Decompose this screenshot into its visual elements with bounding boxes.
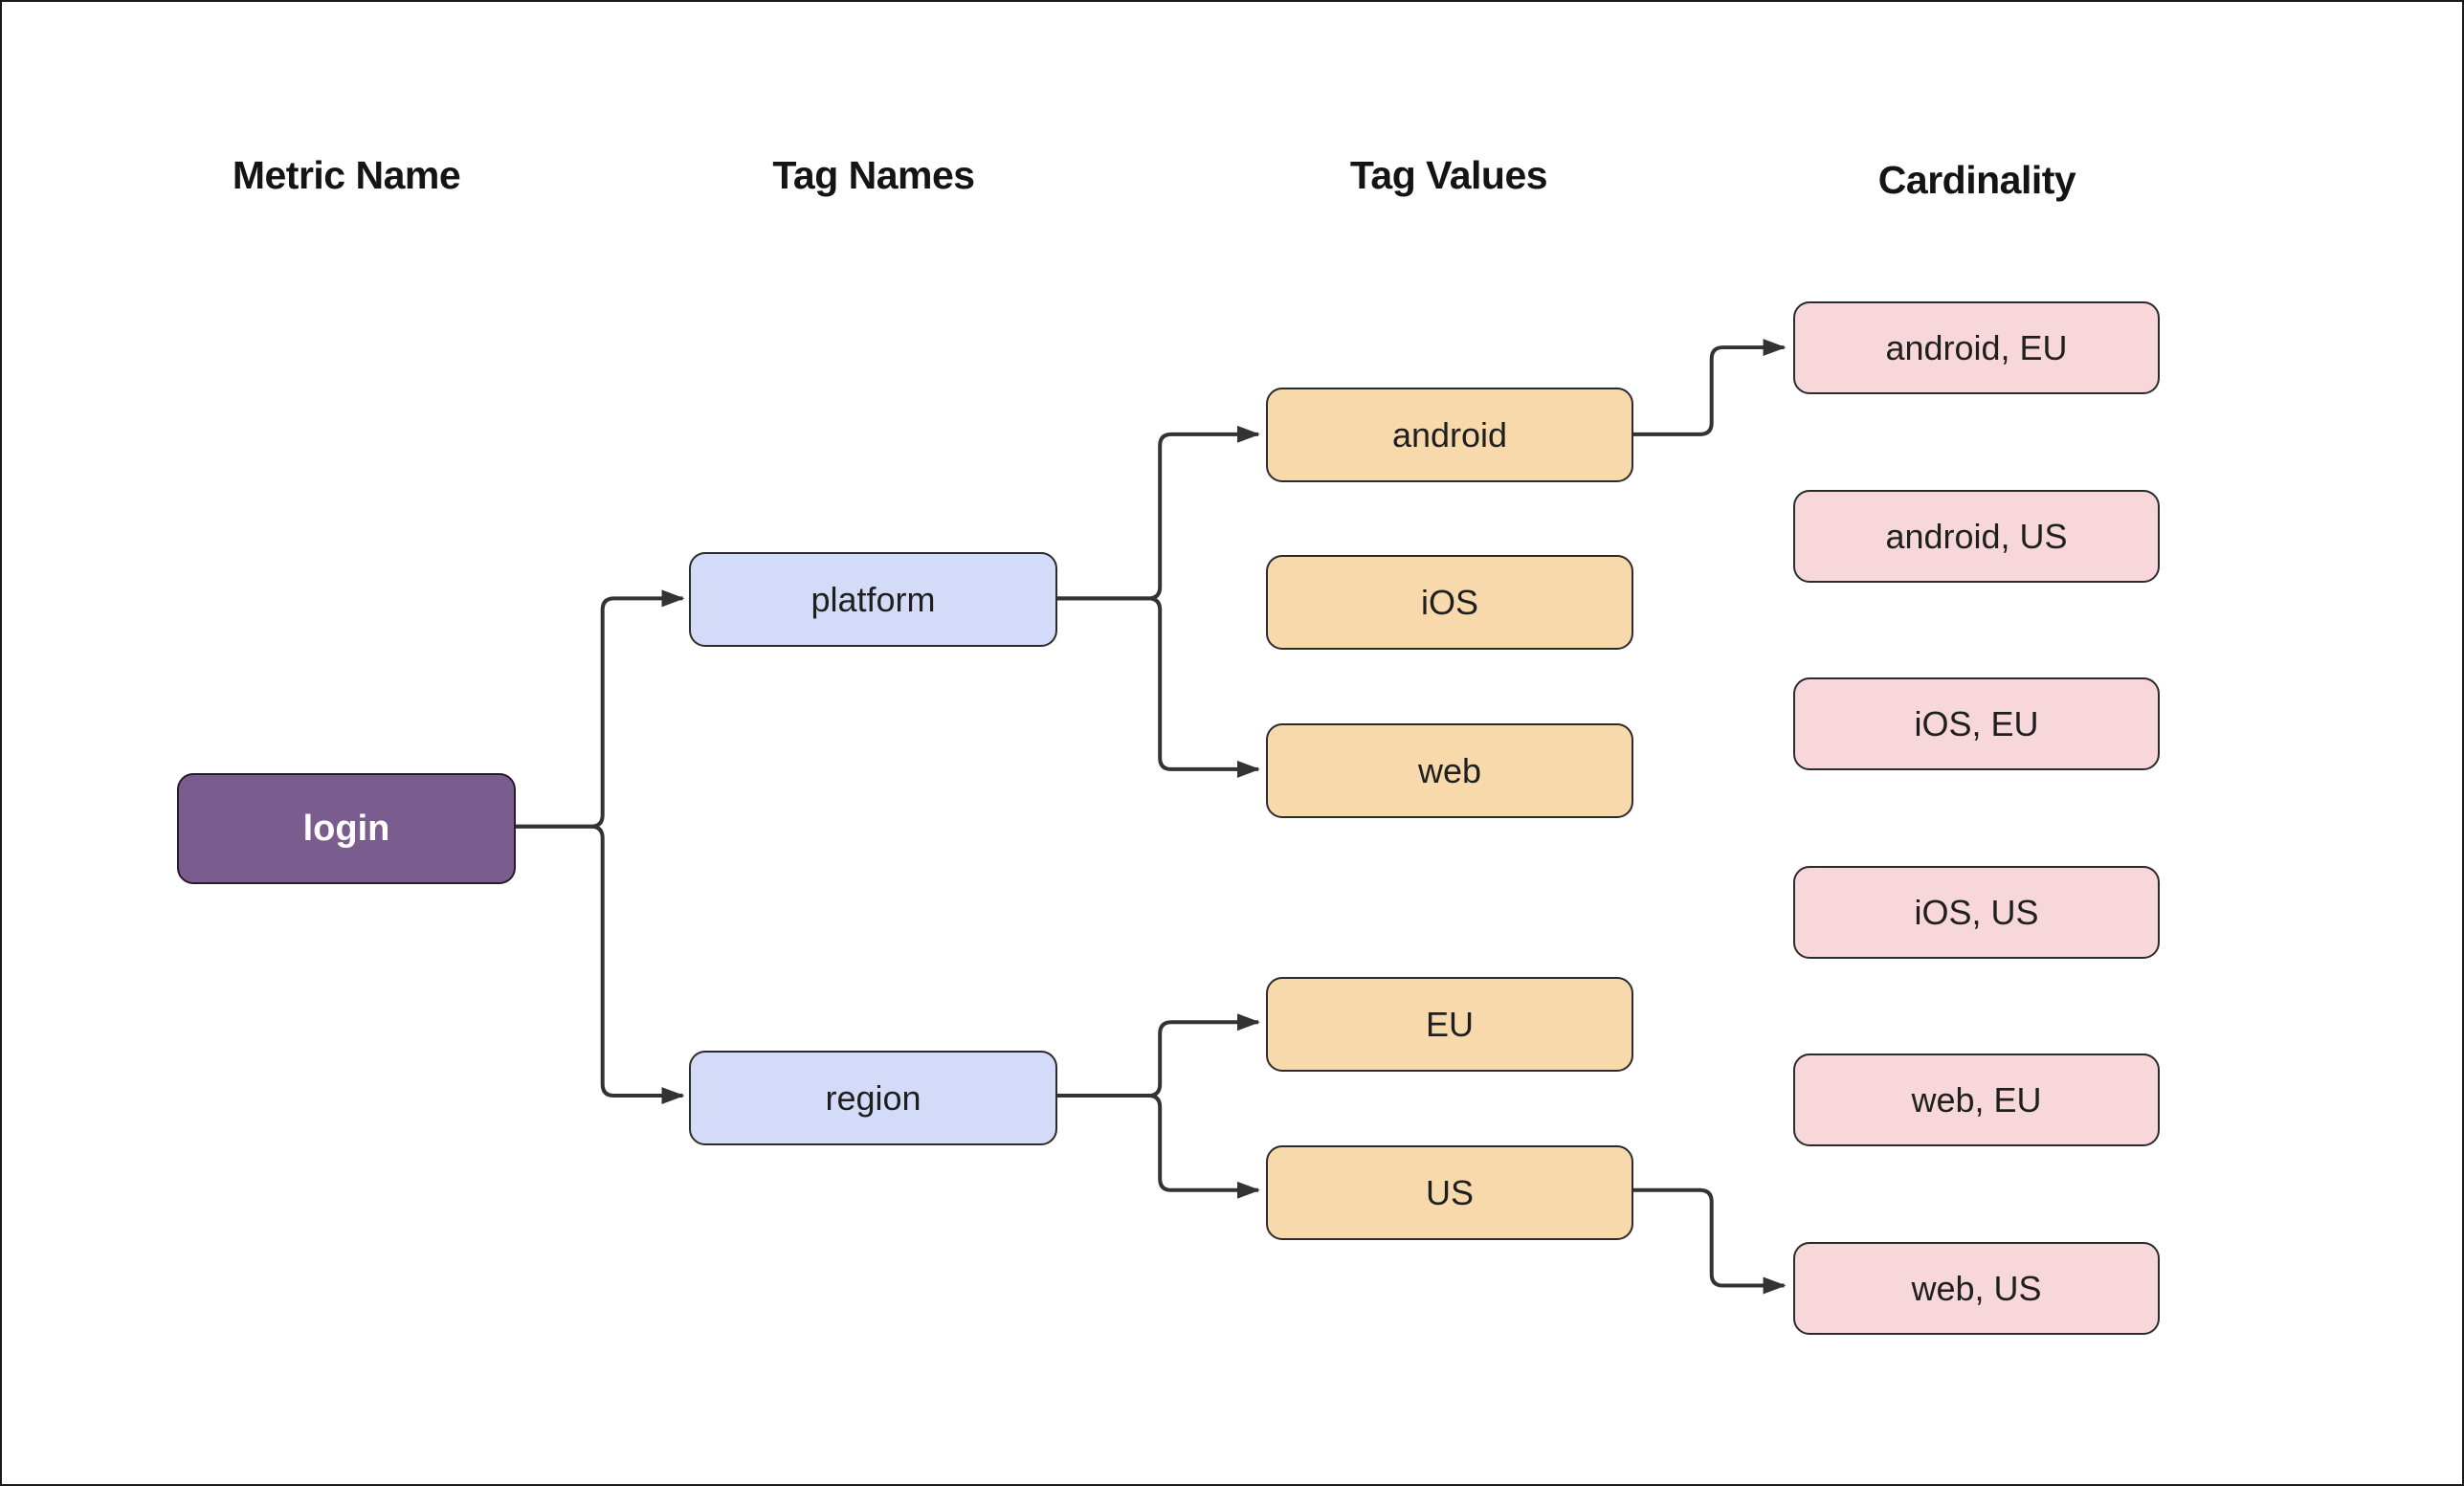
edge-platform-android — [1055, 425, 1260, 601]
column-header-metric-name: Metric Name — [232, 153, 461, 197]
node-android-us: android, US — [1793, 490, 2160, 583]
node-android-eu: android, EU — [1793, 301, 2160, 394]
node-platform-label: platform — [810, 579, 936, 619]
edge-login-platform — [515, 589, 685, 829]
edge-login-region — [515, 824, 685, 1105]
column-header-cardinality: Cardinality — [1877, 158, 2076, 202]
node-login: login — [177, 773, 516, 884]
node-login-label: login — [302, 808, 390, 849]
edge-android-androideu — [1630, 339, 1787, 436]
node-android-us-label: android, US — [1885, 516, 2068, 556]
node-eu-label: EU — [1425, 1004, 1474, 1044]
edge-platform-web — [1055, 596, 1260, 778]
column-header-tag-values: Tag Values — [1349, 153, 1548, 197]
node-region-label: region — [825, 1077, 921, 1118]
node-ios-eu: iOS, EU — [1793, 677, 2160, 770]
node-eu: EU — [1266, 977, 1633, 1072]
node-platform: platform — [689, 552, 1057, 647]
node-ios-us: iOS, US — [1793, 866, 2160, 959]
node-web-eu-label: web, EU — [1911, 1079, 2042, 1120]
node-region: region — [689, 1051, 1057, 1145]
node-android: android — [1266, 388, 1633, 482]
node-ios-eu-label: iOS, EU — [1914, 703, 2039, 743]
node-ios: iOS — [1266, 555, 1633, 650]
node-us: US — [1266, 1145, 1633, 1240]
node-ios-us-label: iOS, US — [1914, 892, 2039, 932]
node-web-us-label: web, US — [1911, 1268, 2042, 1308]
node-web-label: web — [1417, 750, 1482, 790]
edge-us-webus — [1630, 1187, 1787, 1295]
edge-region-us — [1055, 1094, 1260, 1199]
node-web-eu: web, EU — [1793, 1054, 2160, 1146]
node-web: web — [1266, 723, 1633, 818]
node-ios-label: iOS — [1420, 582, 1478, 622]
node-us-label: US — [1425, 1172, 1474, 1212]
node-android-label: android — [1391, 414, 1508, 455]
column-header-tag-names: Tag Names — [772, 153, 975, 197]
edge-region-eu — [1055, 1013, 1260, 1098]
node-web-us: web, US — [1793, 1242, 2160, 1335]
node-android-eu-label: android, EU — [1885, 327, 2068, 367]
